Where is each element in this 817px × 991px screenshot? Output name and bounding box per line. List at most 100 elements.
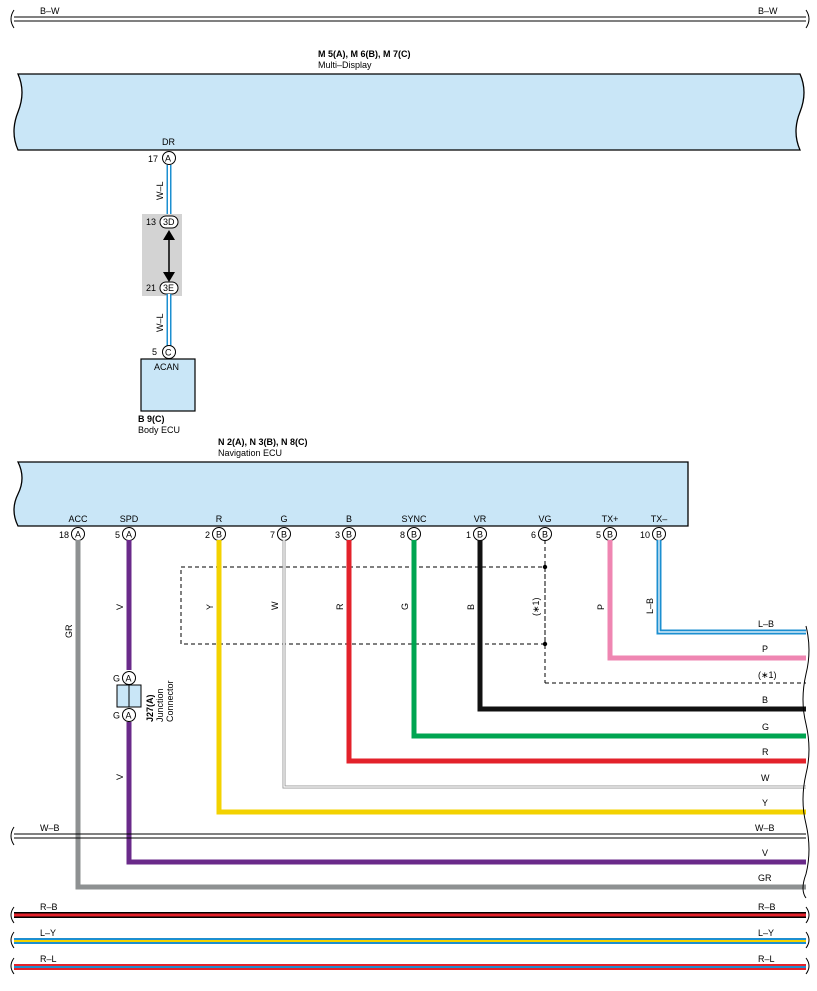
nav-pin-connector: B (656, 530, 662, 540)
nav-pin-number: 3 (335, 530, 340, 540)
jb-bottom-pin: 21 (146, 283, 156, 293)
navigation-ecu-box (13, 461, 689, 527)
wire-r-y (216, 540, 806, 815)
body-ecu-inner-label: ACAN (154, 362, 179, 372)
bus-wb: W–B W–B (10, 823, 806, 846)
bus-wb-right: W–B (755, 823, 775, 833)
exit-v: V (762, 848, 768, 858)
nav-pin-number: 18 (59, 530, 69, 540)
label-star1: (∗1) (531, 597, 541, 616)
exit-r: R (762, 747, 769, 757)
label-p: P (596, 604, 606, 610)
wire-vr-b (477, 540, 806, 712)
navigation-ecu-component: N 2(A), N 3(B), N 8(C) Navigation ECU AC… (13, 437, 689, 541)
body-ecu-component: 5 C ACAN B 9(C) Body ECU (138, 345, 196, 435)
wire-txp-p (607, 540, 806, 661)
wire-dr-lower-label: W–L (155, 313, 165, 332)
top-bus: B–W B–W (10, 6, 810, 29)
nav-pin-number: 8 (400, 530, 405, 540)
j27-name-2: Connector (165, 680, 175, 722)
bus-rb: R–B R–B (10, 902, 810, 924)
jb-bottom-conn: 3E (163, 283, 174, 293)
pin-connector-dr: A (165, 154, 171, 164)
nav-pin-connector: B (542, 530, 548, 540)
exit-b: B (762, 695, 768, 705)
multi-display-component: M 5(A), M 6(B), M 7(C) Multi–Display DR … (13, 49, 805, 165)
shield-box (180, 540, 806, 684)
nav-pin-name: R (216, 514, 223, 524)
nav-pin-connector: B (281, 530, 287, 540)
body-ecu-pin-conn: C (165, 348, 172, 358)
navigation-ecu-name: Navigation ECU (218, 448, 282, 458)
multi-display-code: M 5(A), M 6(B), M 7(C) (318, 49, 411, 59)
junction-block: 13 3D 21 3E (142, 214, 182, 296)
body-ecu-code: B 9(C) (138, 414, 165, 424)
wire-txm-lb (656, 540, 806, 635)
junction-connector: A G A G J27(A) Junction Connector (113, 671, 175, 722)
j27-top-wire: G (113, 674, 120, 684)
nav-pin-connector: A (75, 530, 81, 540)
wire-dr-lower: W–L (155, 294, 172, 346)
nav-pin-number: 6 (531, 530, 536, 540)
body-ecu-box (140, 358, 196, 412)
nav-ecu-pin-9: TX–10 B (640, 514, 667, 541)
bus-ly-left: L–Y (40, 928, 56, 938)
nav-pin-number: 5 (115, 530, 120, 540)
nav-pin-name: ACC (68, 514, 88, 524)
nav-pin-connector: A (126, 530, 132, 540)
bus-rl: R–L R–L (10, 954, 810, 975)
j27-code: J27(A) (145, 694, 155, 722)
label-w: W (270, 601, 280, 610)
wire-spd-v (126, 540, 806, 865)
nav-pin-name: TX+ (602, 514, 619, 524)
j27-top-conn: A (126, 674, 132, 684)
pin-number-dr: 17 (148, 154, 158, 164)
bus-rb-left: R–B (40, 902, 58, 912)
nav-pin-connector: B (477, 530, 483, 540)
nav-pin-name: B (346, 514, 352, 524)
label-g: G (400, 603, 410, 610)
bus-rl-right: R–L (758, 954, 775, 964)
label-r: R (335, 603, 345, 610)
exit-lb: L–B (758, 619, 774, 629)
exit-w: W (761, 773, 770, 783)
nav-pin-number: 10 (640, 530, 650, 540)
exit-p: P (762, 644, 768, 654)
multi-display-box (13, 73, 805, 151)
nav-pin-name: VR (474, 514, 487, 524)
nav-pin-name: TX– (651, 514, 668, 524)
label-gr: GR (64, 624, 74, 638)
top-bus-label-left: B–W (40, 6, 60, 16)
j27-bottom-wire: G (113, 711, 120, 721)
bus-rl-left: R–L (40, 954, 57, 964)
pin-name-dr: DR (162, 137, 175, 147)
nav-pin-name: G (280, 514, 287, 524)
body-ecu-pin-number: 5 (152, 347, 157, 357)
exit-gr: GR (758, 873, 772, 883)
nav-pin-name: SYNC (401, 514, 427, 524)
multi-display-name: Multi–Display (318, 60, 372, 70)
vertical-wire-labels: GR V V Y W R G B (∗1) P L–B (64, 597, 655, 780)
bus-rb-right: R–B (758, 902, 776, 912)
nav-pin-number: 1 (466, 530, 471, 540)
exit-star1: (∗1) (758, 670, 777, 680)
j27-name-1: Junction (155, 688, 165, 722)
nav-pin-number: 2 (205, 530, 210, 540)
bus-ly: L–Y L–Y (10, 928, 810, 949)
nav-pin-connector: B (411, 530, 417, 540)
navigation-ecu-code: N 2(A), N 3(B), N 8(C) (218, 437, 308, 447)
nav-pin-number: 7 (270, 530, 275, 540)
exit-g: G (762, 722, 769, 732)
jb-top-pin: 13 (146, 217, 156, 227)
top-bus-label-right: B–W (758, 6, 778, 16)
label-lb: L–B (645, 598, 655, 614)
wire-dr-upper: W–L (155, 165, 172, 215)
exit-y: Y (762, 798, 768, 808)
nav-pin-name: VG (538, 514, 551, 524)
label-b: B (466, 604, 476, 610)
body-ecu-name: Body ECU (138, 425, 180, 435)
wire-sync-g (411, 540, 806, 739)
